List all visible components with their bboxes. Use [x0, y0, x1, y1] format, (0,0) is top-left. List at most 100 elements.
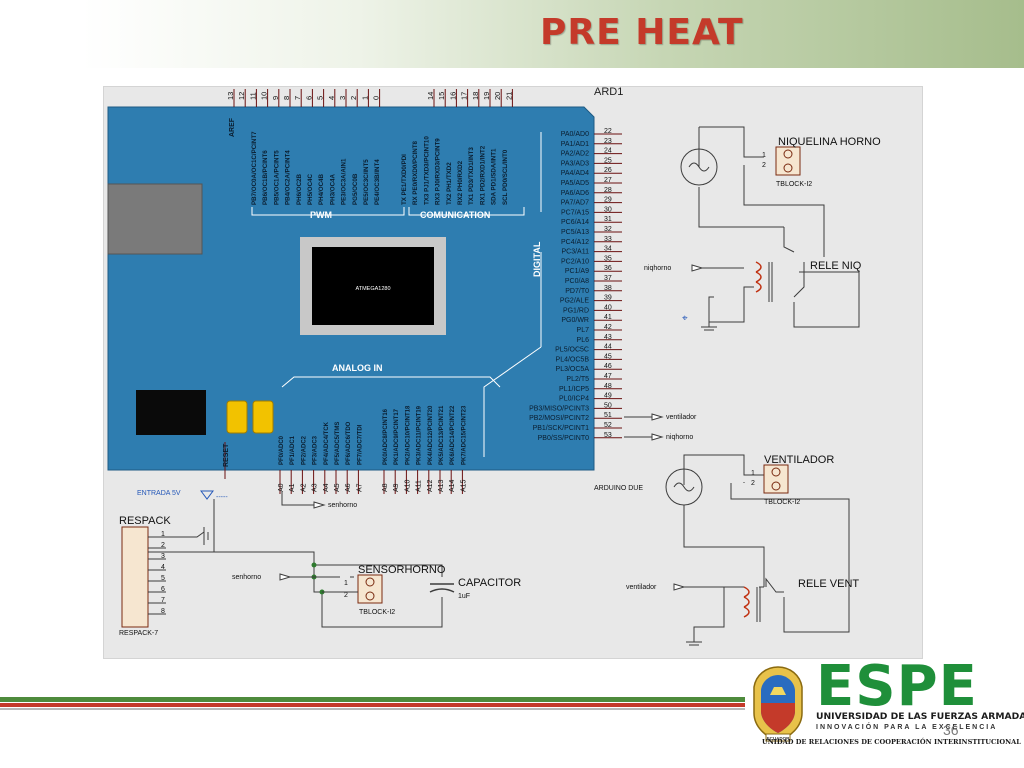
- footer-rule-red: [0, 703, 745, 707]
- top-pin-number: 8: [282, 96, 291, 100]
- right-pin-name: PL2/T5: [566, 376, 589, 383]
- university-motto: INNOVACIÓN PARA LA EXCELENCIA: [816, 724, 998, 731]
- right-pin-number: 36: [604, 265, 612, 272]
- top-pin-number: 15: [437, 92, 446, 100]
- component-ref: ARD1: [594, 87, 623, 98]
- top-pwm-pin-name: PE4/OC3B/INT4: [374, 159, 381, 205]
- ventilador-label: VENTILADOR: [764, 454, 834, 466]
- bottom-pin-name: PF2/ADC2: [301, 435, 307, 465]
- right-pin-name: PB2/MOSI/PCINT2: [529, 415, 589, 422]
- right-pin-number: 32: [604, 226, 612, 233]
- top-comm-pin-name: TX PE1/TXD0/PDI: [401, 154, 408, 205]
- right-pin-name: PL3/OC5A: [556, 366, 590, 373]
- bottom-pin-number: A8: [382, 483, 389, 492]
- right-pin-numbers: 2223242526272829303132333435363738394041…: [604, 128, 612, 439]
- top-pin-number: 4: [327, 96, 336, 100]
- sensorhorno-label: SENSORHORNO: [358, 564, 446, 576]
- right-pin-number: 38: [604, 285, 612, 292]
- crystal-2: [252, 400, 274, 434]
- top-pin-number: 6: [304, 96, 313, 100]
- top-pin-number: 20: [493, 92, 502, 100]
- right-pin-name: PL6: [577, 337, 590, 344]
- right-pin-name: PB0/SS/PCINT0: [538, 435, 589, 442]
- right-pin-number: 52: [604, 422, 612, 429]
- top-pin-number: 13: [226, 92, 235, 100]
- bottom-pin-name: PK2/ADC10/PCINT18: [405, 405, 411, 465]
- top-pwm-pin-name: PB6/OC1B/PCINT6: [262, 150, 269, 205]
- right-pin-name: PC7/A15: [561, 209, 589, 216]
- right-pin-name: PA3/AD3: [561, 160, 589, 167]
- right-pin-name: PB3/MISO/PCINT3: [529, 405, 589, 412]
- respack-pin-number: 1: [161, 531, 165, 538]
- vent-net-label: ventilador: [626, 584, 657, 591]
- svg-text:2: 2: [751, 480, 755, 487]
- right-pin-number: 31: [604, 216, 612, 223]
- ground-vent: [686, 641, 702, 646]
- right-pin-name: PL1/ICP5: [559, 386, 589, 393]
- svg-text:2: 2: [344, 592, 348, 599]
- bottom-pin-number: A12: [427, 479, 434, 492]
- pwm-bracket: [251, 207, 405, 216]
- footer-rule-gray: [0, 708, 745, 710]
- bottom-pin-number: A9: [393, 483, 400, 492]
- top-pin-number: 7: [293, 96, 302, 100]
- top-comm-pin-name: SCL PD0/SCL/INT0: [502, 149, 509, 205]
- right-pin-name: PC4/A12: [561, 239, 589, 246]
- right-pin-number: 25: [604, 157, 612, 164]
- net-ventilador-label: ventilador: [666, 414, 697, 421]
- right-pin-name: PA7/AD7: [561, 200, 589, 207]
- digital-bracket: [483, 132, 542, 457]
- right-pin-name: PA2/AD2: [561, 151, 589, 158]
- bottom-pin-name: PK5/ADC13/PCINT21: [439, 405, 445, 465]
- niquelina-circuit: [698, 126, 860, 328]
- right-pin-name: PA6/AD6: [561, 190, 589, 197]
- right-pin-names: PA0/AD0PA1/AD1PA2/AD2PA3/AD3PA4/AD4PA5/A…: [529, 131, 589, 442]
- top-pwm-pin-name: PE5/OC3C/INT5: [363, 159, 370, 205]
- capacitor-label: CAPACITOR: [458, 577, 521, 589]
- top-comm-pin-name: RX PE0/RXD0/PCINT8: [412, 140, 419, 205]
- top-pin-number: 12: [237, 92, 246, 100]
- respack-pin-number: 4: [161, 564, 165, 571]
- top-pwm-pin-name: PB5/OC1A/PCINT5: [273, 150, 280, 205]
- bottom-pin-number: A11: [416, 480, 423, 492]
- top-pin-number: 10: [260, 92, 269, 100]
- niq-net-label: niqhorno: [644, 265, 671, 272]
- right-pin-number: 34: [604, 246, 612, 253]
- right-pin-name: PA4/AD4: [561, 170, 589, 177]
- right-pin-number: 37: [604, 275, 612, 282]
- right-pin-number: 50: [604, 402, 612, 409]
- net-niq-arrow: [691, 264, 704, 272]
- arduino-due-label: ARDUINO DUE: [594, 485, 643, 492]
- top-pwm-pin-name: PH3/OC4A: [329, 174, 336, 205]
- top-pwm-pin-name: PG5/OC0B: [352, 173, 359, 205]
- right-pin-name: PG0/WR: [561, 317, 589, 324]
- right-pin-name: PG1/RD: [563, 307, 589, 314]
- right-pin-number: 42: [604, 324, 612, 331]
- aref-label: AREF: [229, 117, 236, 137]
- respack: [121, 526, 149, 628]
- niquelina-part: TBLOCK-I2: [776, 181, 812, 188]
- right-pin-name: PA5/AD5: [561, 180, 589, 187]
- right-pin-number: 48: [604, 383, 612, 390]
- right-pin-name: PD7/T0: [565, 288, 589, 295]
- bottom-pin-number: A0: [278, 483, 285, 492]
- bottom-pin-number: A3: [312, 483, 319, 492]
- respack-label: RESPACK: [119, 515, 171, 527]
- rele-niq-label: RELE NIQ: [810, 260, 862, 272]
- top-pwm-pin-name: PE3/OC3A/AIN1: [341, 158, 348, 205]
- tblock-sensor: [357, 574, 383, 604]
- analog-label: ANALOG IN: [332, 363, 383, 373]
- chip-label: ATMEGA1280: [355, 286, 390, 292]
- right-pin-number: 29: [604, 197, 612, 204]
- right-pin-number: 45: [604, 353, 612, 360]
- capacitor-plate-2: [429, 588, 455, 593]
- ventilador-part: TBLOCK-I2: [764, 499, 800, 506]
- header-band: [0, 0, 1024, 68]
- top-pin-number: 14: [426, 92, 435, 100]
- bottom-pin-number: A7: [356, 483, 363, 492]
- bottom-pin-name: PF5/ADC5/TMS: [335, 422, 341, 465]
- right-pin-name: PC5/A13: [561, 229, 589, 236]
